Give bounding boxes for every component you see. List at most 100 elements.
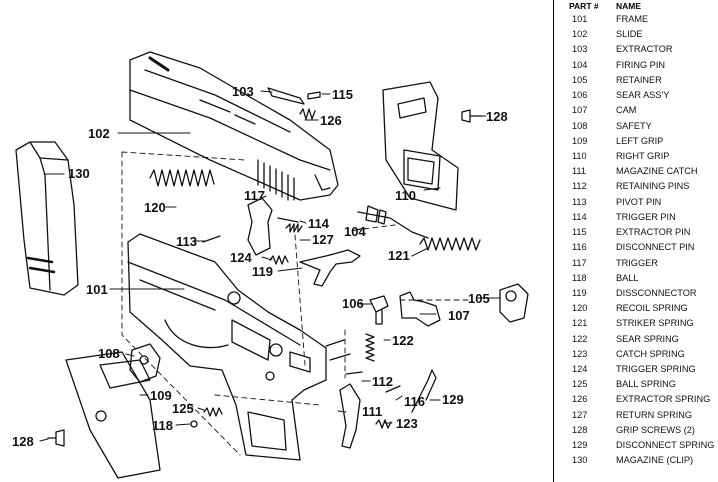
part-name: TRIGGER SPRING [616,364,696,375]
retaining-pins [325,339,363,375]
exploded-diagram: 103 115 126 128 102 130 110 120 117 114 … [12,51,529,479]
parts-row: 113 PIVOT PIN [554,195,718,210]
part-number: 130 [572,455,588,466]
part-number: 101 [572,14,588,24]
striker-spring [419,237,481,251]
callout-126: 126 [320,113,342,128]
callout-128-right: 128 [486,109,508,124]
callout-labels: 103 115 126 128 102 130 110 120 117 114 … [12,84,508,449]
extractor-pin [307,91,321,100]
parts-row: 115 EXTRACTOR PIN [554,225,718,240]
magazine-catch [339,383,361,449]
part-number: 108 [572,120,588,131]
part-name: TRIGGER PIN [616,211,676,222]
disconnect-pin [385,385,401,393]
callout-123: 123 [396,416,418,431]
callout-118: 118 [152,418,173,433]
callout-129: 129 [442,392,464,407]
callout-111: 111 [362,404,382,419]
leader-lines [39,90,501,442]
part-number: 103 [572,44,588,55]
part-name: FIRING PIN [616,59,666,70]
header-part-number: PART # [569,1,599,11]
part-number: 109 [572,135,588,146]
sear-spring [365,333,375,362]
part-name: STRIKER SPRING [616,318,694,329]
extractor [267,87,305,105]
callout-115: 115 [332,87,353,102]
disconnect-spring [411,369,437,413]
part-name: EXTRACTOR SPRING [616,394,711,405]
part-number: 111 [572,166,586,177]
parts-row: 103 EXTRACTOR [554,42,718,57]
callout-125: 125 [172,401,194,416]
part-number: 110 [572,150,587,161]
extractor-spring [299,108,316,120]
callout-112: 112 [372,374,393,389]
part-number: 115 [572,227,587,238]
part-number: 128 [572,424,588,435]
part-number: 121 [572,318,588,329]
part-name: RETURN SPRING [616,409,693,420]
part-number: 102 [572,29,588,40]
disconnector [299,249,361,287]
callout-101: 101 [86,282,108,297]
callout-113: 113 [176,234,197,249]
part-number: 118 [572,272,587,283]
callout-120: 120 [144,200,166,215]
part-name: RETAINER [616,74,662,85]
callout-121: 121 [388,248,410,263]
part-number: 112 [572,181,587,192]
part-name: EXTRACTOR PIN [616,227,691,238]
part-number: 113 [572,196,587,207]
part-number: 120 [572,303,588,314]
part-name: FRAME [616,14,649,24]
safety [129,343,161,383]
firing-pin [357,205,429,239]
part-name: MAGAZINE CATCH [616,166,698,177]
left-grip [65,351,161,479]
part-name: SAFETY [616,120,652,131]
part-number: 124 [572,364,588,375]
parts-row: 111 MAGAZINE CATCH [554,164,718,179]
part-name: EXTRACTOR [616,44,673,55]
parts-row: 127 RETURN SPRING [554,408,718,423]
ball [190,420,198,428]
part-name: DISCONNECT PIN [616,242,695,253]
parts-row: 114 TRIGGER PIN [554,210,718,225]
part-number: 114 [572,211,587,222]
part-name: PIVOT PIN [616,196,662,207]
part-number: 106 [572,90,588,101]
right-grip [382,81,459,211]
part-number: 116 [572,242,587,253]
part-name: TRIGGER [616,257,658,268]
parts-row: 102 SLIDE [554,27,718,42]
part-name: SLIDE [616,29,643,40]
slide [129,51,339,201]
part-number: 126 [572,394,588,405]
part-number: 107 [572,105,588,116]
magazine-clip [15,141,79,296]
callout-122: 122 [392,333,414,348]
trigger-spring [269,255,289,265]
trigger [247,197,273,256]
part-number: 127 [572,409,588,420]
sear-assy [369,295,389,325]
callout-128-left: 128 [12,434,34,449]
parts-list-header: PART # NAME [554,0,718,12]
part-number: 119 [572,287,587,298]
callout-127: 127 [312,232,334,247]
